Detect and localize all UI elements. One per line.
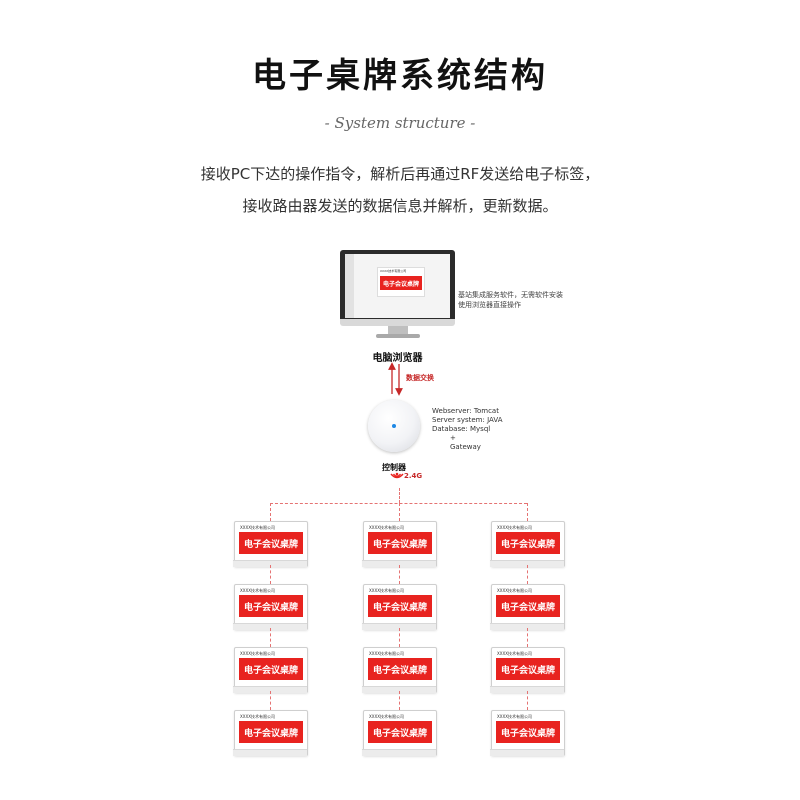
controller-info-line: Server system: JAVA [432,416,503,424]
chain-line [527,628,528,647]
data-exchange-label: 数据交换 [406,374,434,382]
electronic-tag: XXXX技术有限公司电子会议桌牌 [490,710,565,756]
monitor-note-line-2: 使用浏览器直接操作 [458,301,521,309]
description-line-2: 接收路由器发送的数据信息并解析，更新数据。 [242,197,558,215]
trunk-line [399,488,400,503]
tag-display-text: 电子会议桌牌 [496,532,560,554]
tag-company: XXXX技术有限公司 [240,714,275,719]
electronic-tag: XXXX技术有限公司电子会议桌牌 [233,647,308,693]
tag-stand [490,749,564,756]
chain-line [399,565,400,584]
tag-company: XXXX技术有限公司 [369,714,404,719]
monitor-note: 基站集成服务软件，无需软件安装 使用浏览器直接操作 [458,290,598,310]
controller-info-line: Database: Mysql [432,425,491,433]
tag-display-text: 电子会议桌牌 [239,658,303,680]
electronic-tag: XXXX技术有限公司电子会议桌牌 [233,584,308,630]
tag-stand [490,686,564,693]
electronic-tag: XXXX技术有限公司电子会议桌牌 [490,584,565,630]
tag-company: XXXX技术有限公司 [497,714,532,719]
screen-sidebar [345,254,354,318]
chain-line [399,691,400,710]
chain-line [527,691,528,710]
chain-line [527,565,528,584]
electronic-tag: XXXX技术有限公司电子会议桌牌 [490,647,565,693]
chain-line [270,565,271,584]
tag-display-text: 电子会议桌牌 [496,658,560,680]
tag-stand [233,623,307,630]
tag-display-text: 电子会议桌牌 [368,658,432,680]
electronic-tag: XXXX技术有限公司电子会议桌牌 [233,710,308,756]
description-line-1: 接收PC下达的操作指令，解析后再通过RF发送给电子标签， [200,165,600,183]
tag-stand [233,686,307,693]
screen-tag-preview: XXXX技术有限公司 电子会议桌牌 [377,267,425,297]
data-exchange-arrows-icon [388,362,403,396]
tag-company: XXXX技术有限公司 [369,525,404,530]
tag-display-text: 电子会议桌牌 [239,532,303,554]
controller-info-line: Webserver: Tomcat [432,407,499,415]
chain-line [270,628,271,647]
chain-line [399,628,400,647]
monitor-label: 电脑浏览器 [372,353,423,364]
drop-line [527,503,528,521]
tag-stand [362,560,436,567]
tag-company: XXXX技术有限公司 [497,525,532,530]
monitor-chin [340,319,455,326]
controller-led [392,424,396,428]
screen-tag-text: 电子会议桌牌 [380,276,422,290]
tag-company: XXXX技术有限公司 [369,588,404,593]
pc-monitor: XXXX技术有限公司 电子会议桌牌 [340,250,455,342]
electronic-tag: XXXX技术有限公司电子会议桌牌 [362,521,437,567]
electronic-tag: XXXX技术有限公司电子会议桌牌 [233,521,308,567]
tag-stand [362,749,436,756]
bus-line [270,503,527,504]
tag-display-text: 电子会议桌牌 [368,721,432,743]
tag-display-text: 电子会议桌牌 [239,595,303,617]
monitor-screen: XXXX技术有限公司 电子会议桌牌 [345,254,450,318]
tag-stand [490,623,564,630]
electronic-tag: XXXX技术有限公司电子会议桌牌 [490,521,565,567]
tag-stand [490,560,564,567]
controller-device [368,400,420,452]
page-subtitle: - System structure - [324,114,476,132]
drop-line [270,503,271,521]
controller-info: Webserver: Tomcat Server system: JAVA Da… [432,407,502,452]
drop-line [399,503,400,521]
controller-label: 控制器 [382,463,406,472]
tag-stand [233,560,307,567]
frequency-label: 2.4G [404,472,423,480]
tag-company: XXXX技术有限公司 [240,588,275,593]
tag-stand [362,686,436,693]
tag-company: XXXX技术有限公司 [497,588,532,593]
tag-display-text: 电子会议桌牌 [368,595,432,617]
tag-company: XXXX技术有限公司 [240,651,275,656]
monitor-foot [376,334,420,338]
tag-company: XXXX技术有限公司 [369,651,404,656]
chain-line [270,691,271,710]
monitor-note-line-1: 基站集成服务软件，无需软件安装 [458,291,563,299]
page-title: 电子桌牌系统结构 [252,56,548,96]
tag-stand [362,623,436,630]
electronic-tag: XXXX技术有限公司电子会议桌牌 [362,647,437,693]
wireless-signal-icon [390,472,404,479]
controller-info-line: + [450,434,456,442]
electronic-tag: XXXX技术有限公司电子会议桌牌 [362,710,437,756]
tag-display-text: 电子会议桌牌 [368,532,432,554]
tag-company: XXXX技术有限公司 [240,525,275,530]
tag-display-text: 电子会议桌牌 [496,595,560,617]
tag-stand [233,749,307,756]
tag-display-text: 电子会议桌牌 [496,721,560,743]
tag-display-text: 电子会议桌牌 [239,721,303,743]
tag-company: XXXX技术有限公司 [497,651,532,656]
monitor-neck [388,326,408,335]
screen-tag-company: XXXX技术有限公司 [380,269,407,273]
controller-info-line: Gateway [450,443,481,451]
electronic-tag: XXXX技术有限公司电子会议桌牌 [362,584,437,630]
